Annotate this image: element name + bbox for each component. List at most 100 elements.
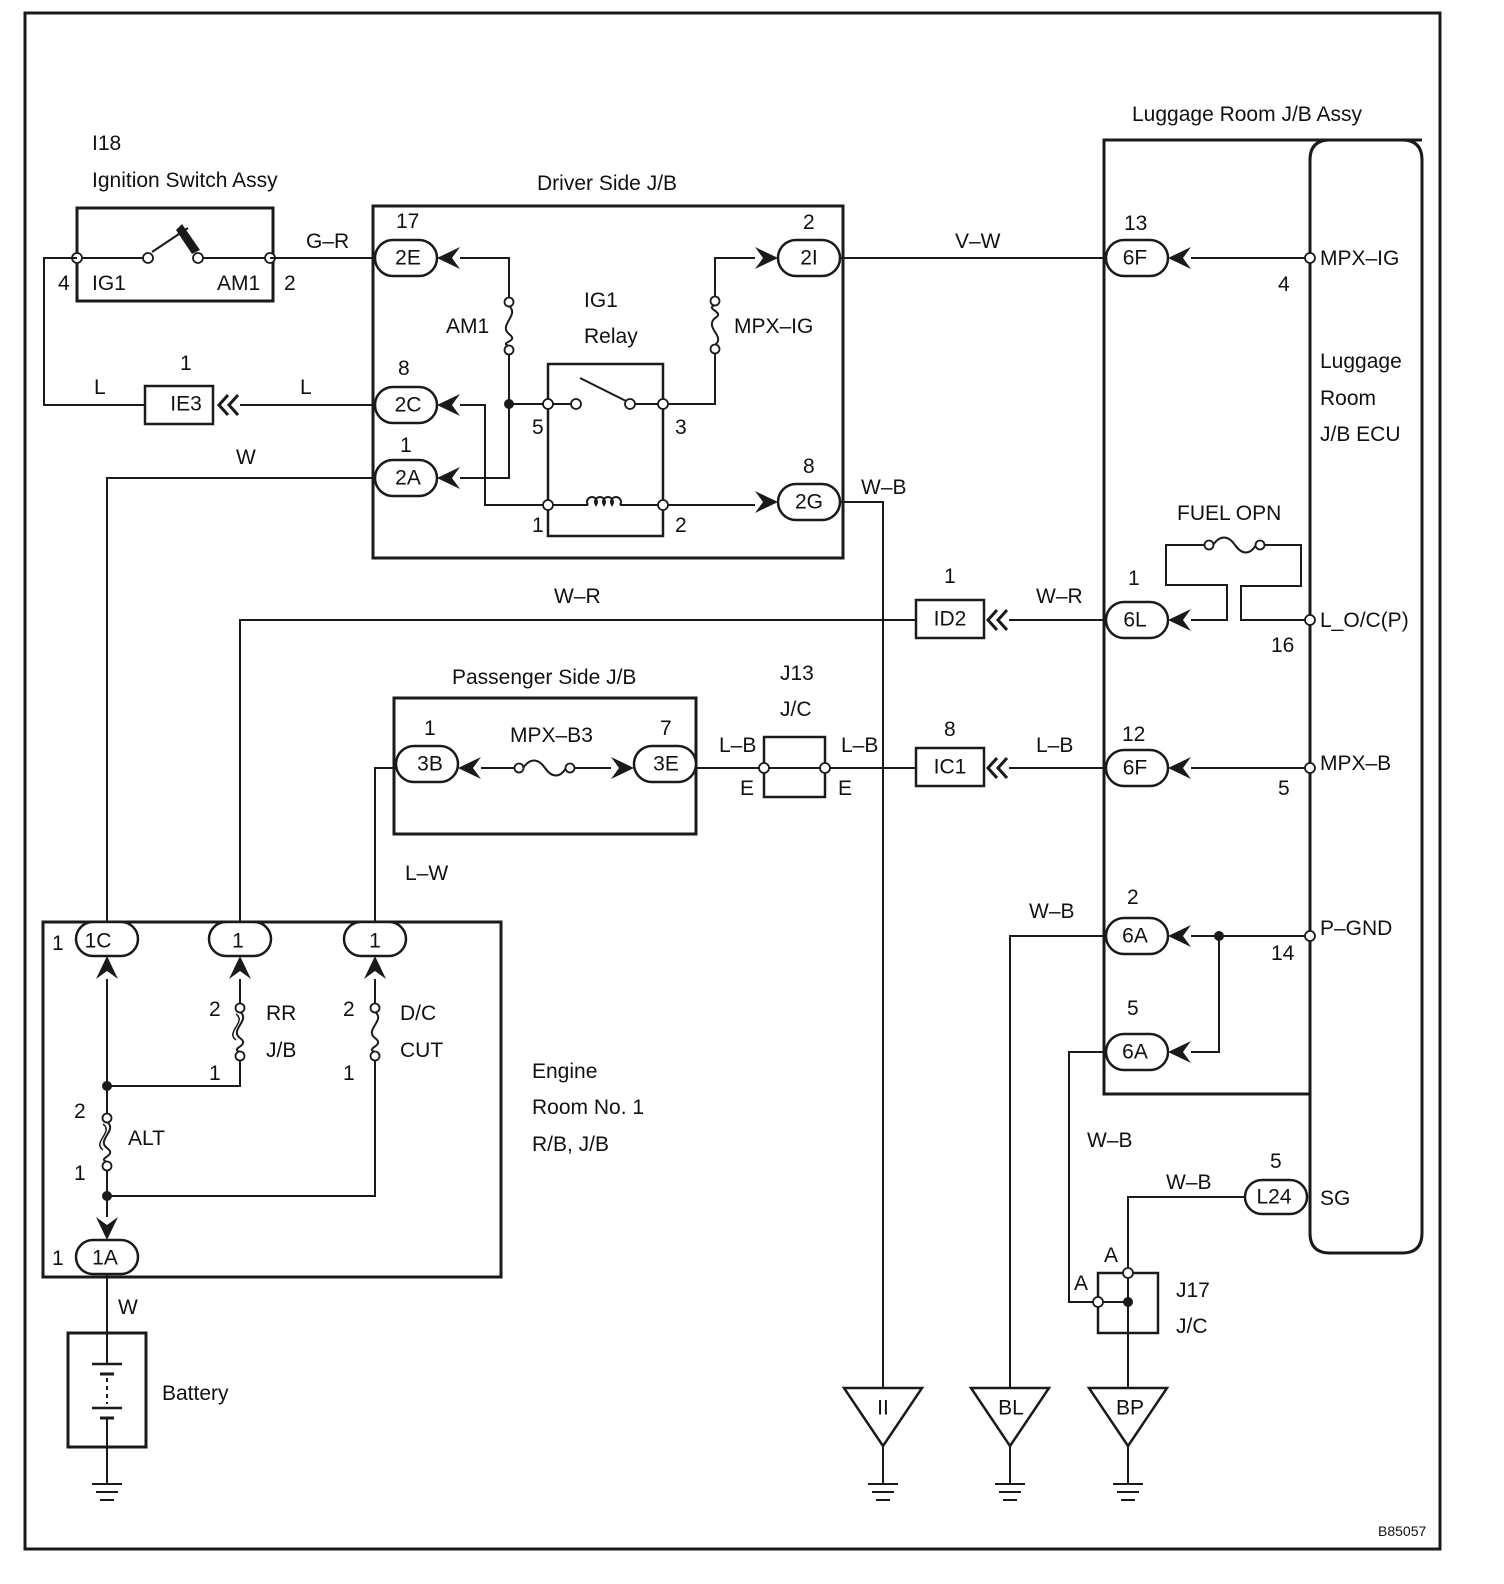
- connector-3e: [632, 744, 698, 784]
- id2-pin: 1: [944, 565, 956, 588]
- connector-1a-arrow-icon: [96, 1217, 118, 1240]
- ecu-pin-l-oc-num: 16: [1271, 634, 1294, 657]
- connector-6f-13-arrow-icon: [1168, 247, 1191, 269]
- connector-6a-2-label: 6A: [1122, 925, 1148, 948]
- driver-2i-pin: 2: [803, 211, 815, 234]
- fuse-rr-jb: [107, 979, 246, 1087]
- j13-terminal-right: [819, 762, 831, 774]
- driver-jb-box: [371, 204, 845, 560]
- rr-pin-2: 2: [209, 998, 221, 1021]
- relay-pin-1: 1: [532, 514, 544, 537]
- connector-2i-label: 2I: [800, 247, 818, 270]
- fuse-dc-cut: [107, 979, 381, 1197]
- connector-6a-2-arrow-icon: [1168, 925, 1191, 947]
- wire-w-b-sg: [1127, 1196, 1245, 1268]
- connector-1c-label: 1C: [85, 930, 112, 953]
- ignition-pin-2: 2: [284, 272, 296, 295]
- fuse-mpx-b3: [481, 759, 611, 777]
- j17-pin-left: A: [1074, 1272, 1088, 1295]
- relay-pin-5: 5: [532, 416, 544, 439]
- j17-code: J17: [1176, 1279, 1210, 1302]
- j17-terminal-left: [1092, 1296, 1104, 1308]
- wire-label-w-2: W: [118, 1296, 138, 1319]
- connector-3e-arrow-icon: [611, 757, 634, 779]
- ig1-relay-box: [546, 362, 665, 538]
- ecu-pin-pgnd-num: 14: [1271, 942, 1295, 965]
- ground-point-ii: [841, 1386, 925, 1501]
- wire-w-b-j17: [1068, 1051, 1106, 1303]
- fuse-dc-label-1: D/C: [400, 1002, 436, 1025]
- relay-coil-icon: [542, 496, 669, 511]
- wire-label-l-b-1: L–B: [719, 734, 756, 757]
- fuse-alt-label: ALT: [128, 1127, 165, 1150]
- fuse-rr-label-2: J/B: [266, 1039, 296, 1062]
- connector-1-dc-arrow-icon: [364, 956, 386, 979]
- connector-6f-12-label: 6F: [1123, 757, 1148, 780]
- connector-2i-arrow-icon: [755, 247, 778, 269]
- connector-2g-label: 2G: [795, 491, 823, 514]
- fuel-opn-label: FUEL OPN: [1177, 502, 1281, 525]
- engine-1c-pin: 1: [52, 932, 64, 955]
- connector-3b-arrow-icon: [458, 757, 481, 779]
- wire-label-w-b-4: W–B: [1166, 1171, 1212, 1194]
- ecu-pin-sg: SG: [1320, 1187, 1350, 1210]
- fuse-mpx-ig-label: MPX–IG: [734, 315, 813, 338]
- rr-pin-1: 1: [209, 1062, 221, 1085]
- connector-3b: [394, 744, 460, 784]
- connector-2c-arrow-icon: [437, 394, 460, 416]
- ignition-pin-ig1: IG1: [92, 272, 126, 295]
- passenger-3e-pin: 7: [660, 717, 672, 740]
- ecu-pin-mpx-b-num: 5: [1278, 777, 1290, 800]
- junction-dot-j17: [1123, 1297, 1133, 1307]
- wire-w-2a: [106, 477, 375, 922]
- lug-6f-12-pin: 12: [1122, 723, 1145, 746]
- wire-6a5-loop: [1191, 936, 1220, 1053]
- fuse-fuel-opn: [1165, 536, 1305, 621]
- j17-type: J/C: [1176, 1315, 1208, 1338]
- connector-1-dc-label: 1: [369, 930, 381, 953]
- relay-switch-contact: [542, 377, 669, 410]
- engine-rb-line3: R/B, J/B: [532, 1133, 609, 1156]
- ecu-pin-mpx-b: MPX–B: [1320, 752, 1391, 775]
- connector-1-rr-label: 1: [232, 930, 244, 953]
- ic1-pin: 8: [944, 718, 956, 741]
- engine-rb-box: [41, 920, 503, 1279]
- connector-6l-arrow-icon: [1168, 609, 1191, 631]
- relay-name: IG1: [584, 289, 618, 312]
- fuse-mpx-b3-label: MPX–B3: [510, 724, 593, 747]
- wire-2a-internal: [460, 404, 510, 479]
- connector-2g-arrow-icon: [755, 491, 778, 513]
- wire-label-l-2: L: [300, 376, 312, 399]
- ecu-terminal-mpx-b: [1304, 762, 1316, 774]
- ignition-pin-4: 4: [58, 272, 70, 295]
- dc-pin-1: 1: [343, 1062, 355, 1085]
- fuse-mpx-ig: [668, 257, 755, 405]
- wire-label-w-1: W: [236, 446, 256, 469]
- connector-1-rr-arrow-icon: [229, 956, 251, 979]
- ignition-pin-am1: AM1: [217, 272, 260, 295]
- wire-label-w-b-3: W–B: [1087, 1129, 1133, 1152]
- ie3-pin: 1: [180, 352, 192, 375]
- connector-6a-5-arrow-icon: [1168, 1041, 1191, 1063]
- driver-2g-pin: 8: [803, 455, 815, 478]
- j13-code: J13: [780, 662, 814, 685]
- lug-6a-2-pin: 2: [1127, 886, 1139, 909]
- j17-pin-top: A: [1104, 1244, 1118, 1267]
- ic1-arrow-icon: [985, 756, 1009, 780]
- j17-terminal-top: [1122, 1267, 1134, 1279]
- fuse-dc-label-2: CUT: [400, 1039, 443, 1062]
- l24-pin: 5: [1270, 1150, 1282, 1173]
- engine-rb-line2: Room No. 1: [532, 1096, 644, 1119]
- connector-2e-arrow-icon: [437, 247, 460, 269]
- wire-label-w-b-2: W–B: [1029, 900, 1075, 923]
- dc-pin-2: 2: [343, 998, 355, 1021]
- passenger-jb-title: Passenger Side J/B: [452, 666, 636, 689]
- relay-label: Relay: [584, 325, 638, 348]
- driver-2e-pin: 17: [396, 210, 419, 233]
- driver-jb-title: Driver Side J/B: [537, 172, 677, 195]
- wire-w-r: [239, 619, 916, 922]
- relay-pin-3: 3: [675, 416, 687, 439]
- ecu-label-1: Luggage: [1320, 350, 1402, 373]
- ground-label-bl: BL: [998, 1397, 1024, 1420]
- wire-label-l-b-2: L–B: [841, 734, 878, 757]
